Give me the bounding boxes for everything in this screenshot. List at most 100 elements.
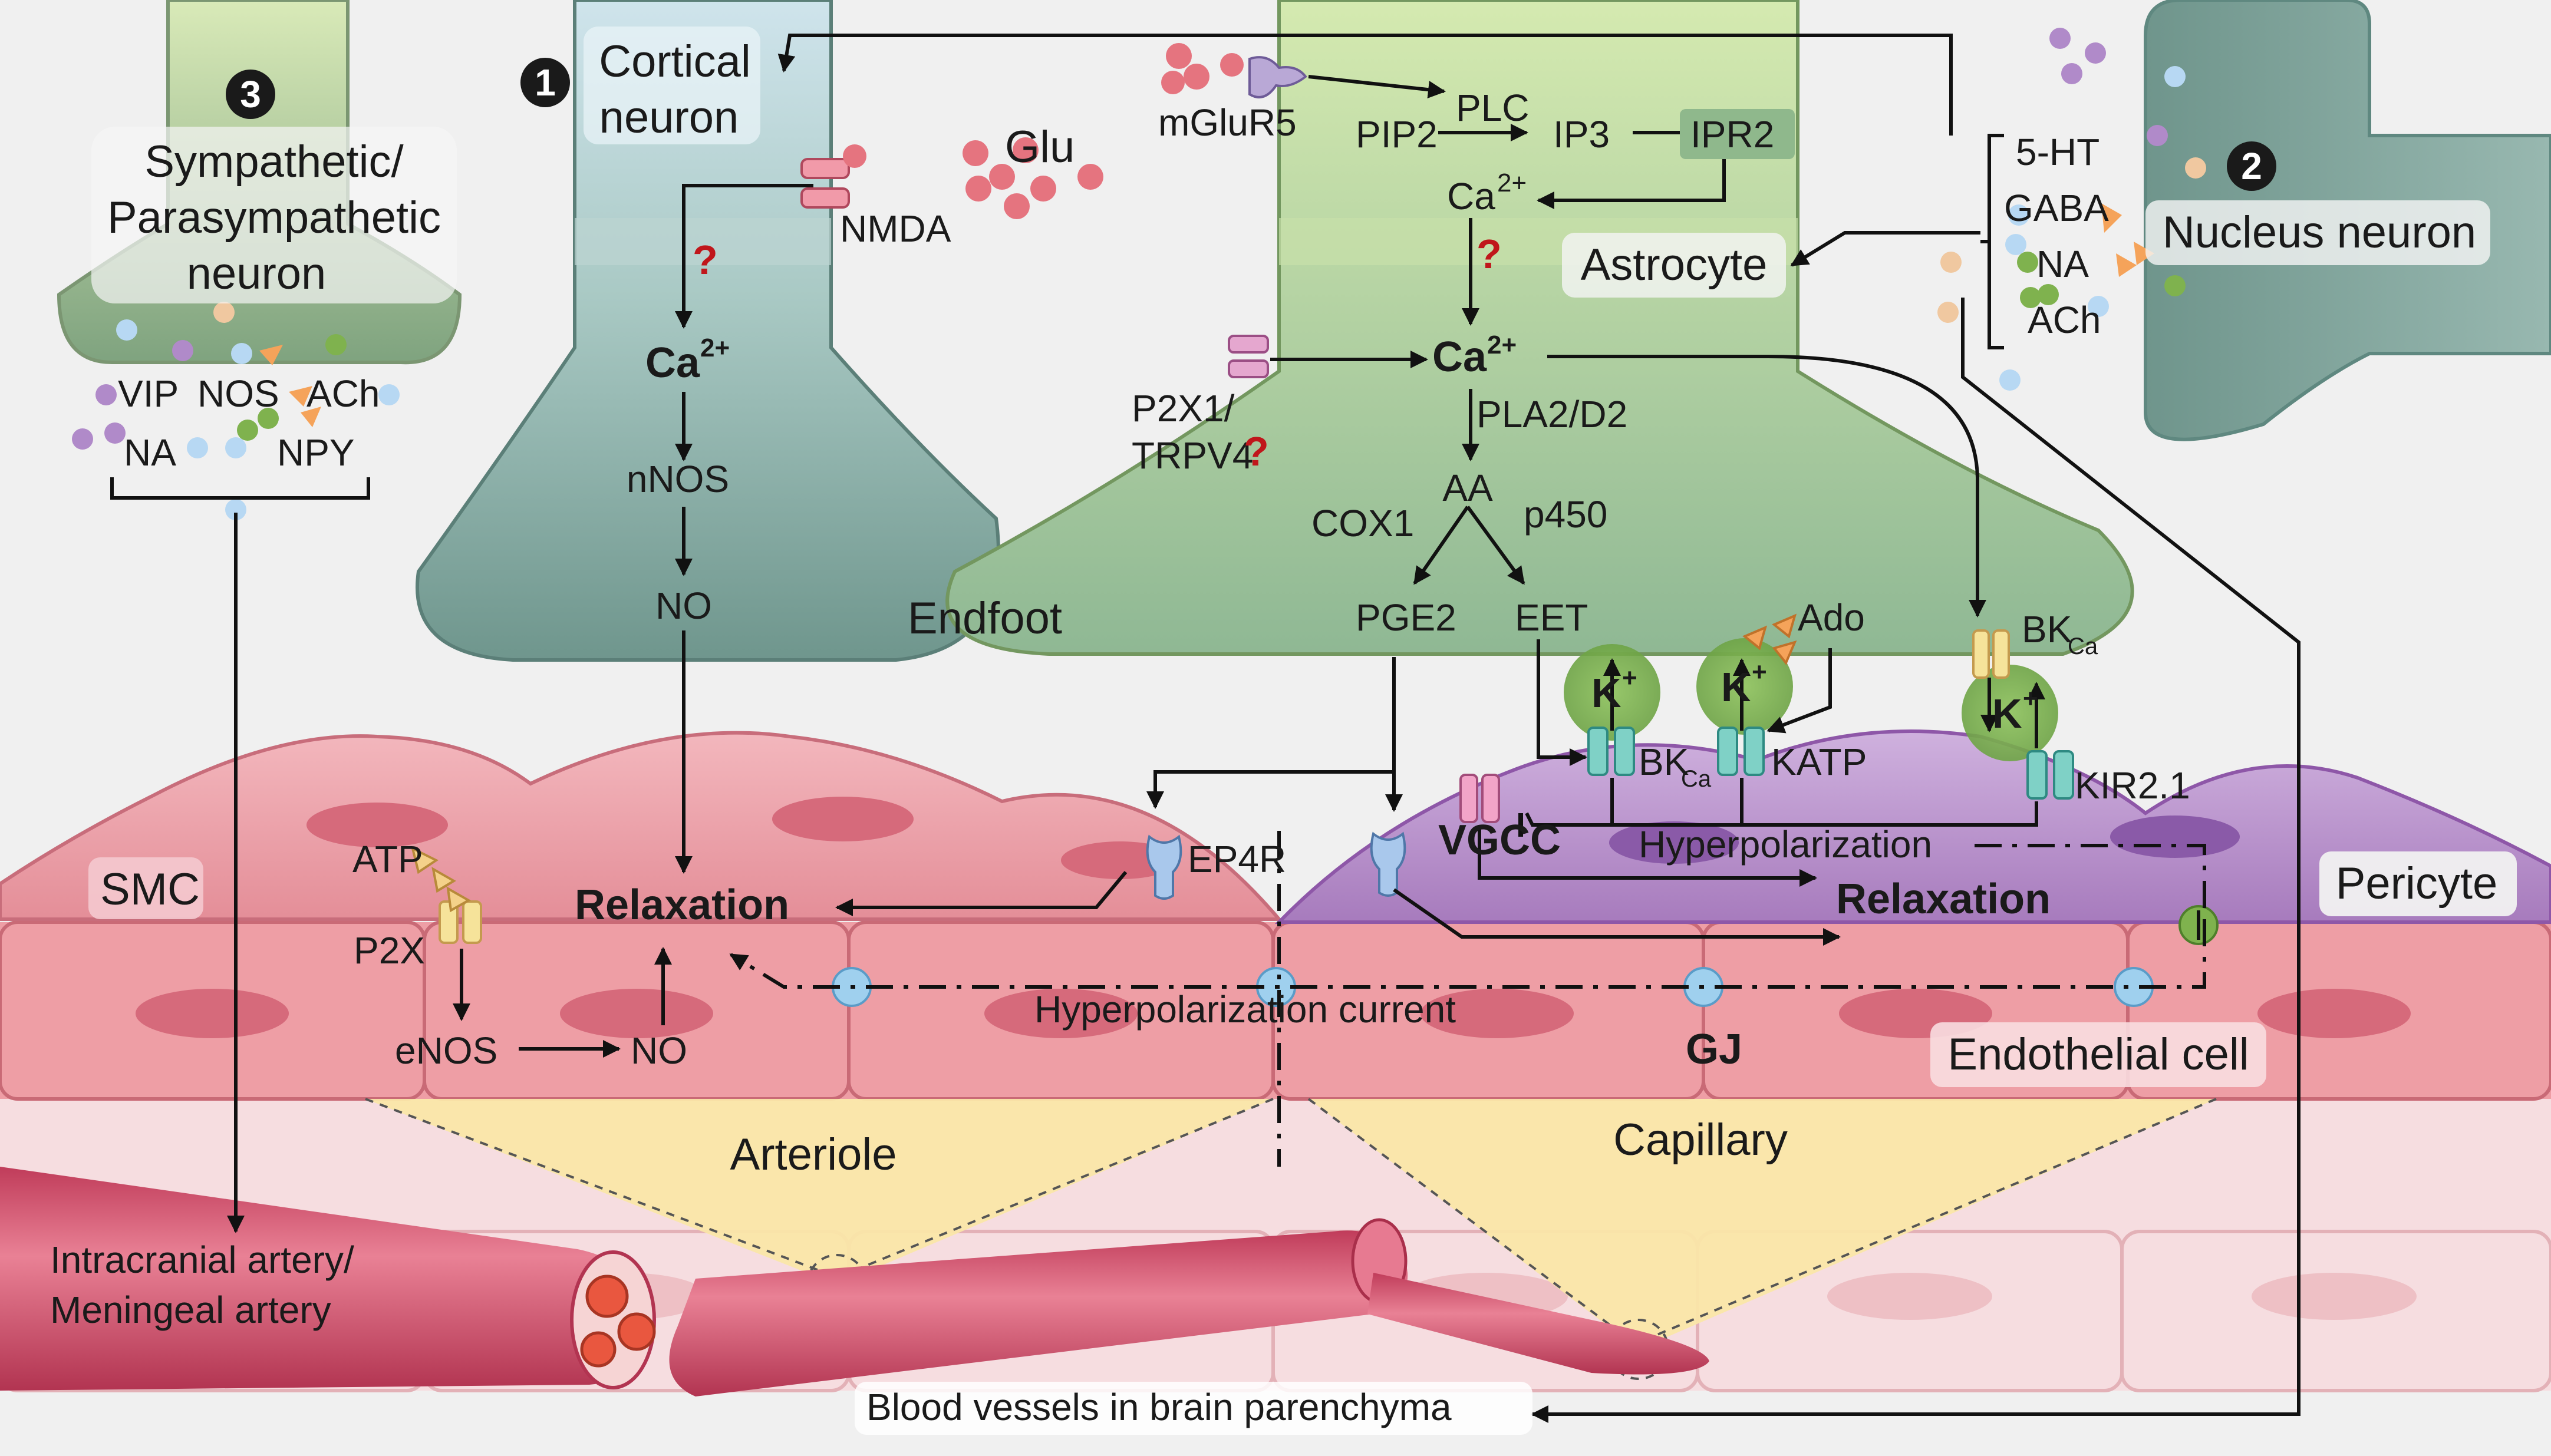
cortical-dash-band bbox=[575, 218, 831, 265]
intracranial-line1: Intracranial artery/ bbox=[50, 1239, 354, 1281]
relaxation-left: Relaxation bbox=[575, 881, 789, 929]
atp-triangles bbox=[411, 846, 472, 913]
symp-label-box bbox=[91, 127, 457, 303]
p2x1-channel-icon bbox=[1228, 335, 1269, 378]
arteriole-label: Arteriole bbox=[730, 1130, 897, 1180]
number-1: 1 bbox=[535, 61, 556, 104]
nmda-label: NMDA bbox=[840, 207, 951, 250]
bkca2-sub: Ca bbox=[2068, 633, 2098, 659]
nucleus-na: NA bbox=[2036, 243, 2089, 285]
cortical-label-line2: neuron bbox=[599, 93, 739, 143]
relaxation-right: Relaxation bbox=[1836, 876, 2051, 923]
number-badge-1: 1 bbox=[520, 58, 570, 107]
glu-label: Glu bbox=[1005, 122, 1075, 172]
astrocyte-body bbox=[945, 0, 2134, 656]
symp-vip: VIP bbox=[118, 372, 179, 415]
k-label-3: K bbox=[1992, 691, 2022, 737]
p2x-label: P2X bbox=[354, 929, 425, 972]
bkca-astro-channel-icon bbox=[1972, 629, 2010, 679]
number-badge-2: 2 bbox=[2227, 141, 2276, 191]
symp-ach: ACh bbox=[306, 372, 380, 415]
mglur5-receptor-icon bbox=[1248, 56, 1307, 98]
nucleus-gaba: GABA bbox=[2004, 187, 2109, 229]
eet-label: EET bbox=[1515, 596, 1588, 639]
k-sup-3: + bbox=[2023, 684, 2038, 713]
bkca2-label: BK bbox=[2022, 608, 2072, 651]
ep4r-label: EP4R bbox=[1188, 838, 1286, 880]
symp-label-line2: Parasympathetic bbox=[107, 193, 441, 243]
pip2-label: PIP2 bbox=[1356, 113, 1438, 156]
symp-nos: NOS bbox=[197, 372, 279, 415]
endfoot-label: Endfoot bbox=[908, 593, 1062, 643]
smc-label: SMC bbox=[100, 864, 200, 914]
p2x1-line2: TRPV4 bbox=[1132, 434, 1253, 477]
number-2: 2 bbox=[2241, 145, 2262, 187]
p2x1-question: ? bbox=[1244, 428, 1269, 474]
pla2-label: PLA2/D2 bbox=[1476, 393, 1627, 435]
nucleus-label-box bbox=[2145, 200, 2490, 265]
gj-label: GJ bbox=[1686, 1026, 1742, 1073]
ip3-label: IP3 bbox=[1553, 113, 1610, 156]
parenchyma-label-box bbox=[855, 1382, 1532, 1435]
pathway-arrows bbox=[110, 34, 2300, 1423]
atp-label: ATP bbox=[352, 838, 423, 880]
cortical-ca: Ca bbox=[645, 339, 700, 387]
arteriole-cone bbox=[365, 1099, 1273, 1285]
pge2-label: PGE2 bbox=[1356, 596, 1456, 639]
astrocyte-label-box bbox=[1562, 233, 1786, 298]
k-sup-1: + bbox=[1622, 663, 1637, 692]
astro-ca-small: Ca bbox=[1447, 175, 1495, 217]
number-3: 3 bbox=[240, 73, 261, 115]
enos-label: eNOS bbox=[395, 1029, 497, 1072]
nucleus-ach: ACh bbox=[2028, 299, 2101, 341]
smc-layer bbox=[0, 731, 1283, 921]
intracranial-artery bbox=[0, 1167, 1709, 1396]
cortical-ca-sup: 2+ bbox=[700, 334, 730, 362]
endothelial-label-box bbox=[1930, 1022, 2266, 1087]
hyperpolarization-current-label: Hyperpolarization current bbox=[1034, 988, 1456, 1031]
intracranial-line2: Meningeal artery bbox=[50, 1289, 331, 1331]
bkca-channel-icon bbox=[1587, 727, 1635, 776]
ipr2-label: IPR2 bbox=[1690, 113, 1774, 156]
cortical-label-box bbox=[584, 27, 760, 144]
number-badge-3: 3 bbox=[226, 70, 275, 119]
mglur5-label: mGluR5 bbox=[1158, 101, 1297, 144]
cortical-nnos: nNOS bbox=[627, 458, 729, 500]
capillary-label: Capillary bbox=[1613, 1115, 1788, 1165]
cox1-label: COX1 bbox=[1311, 502, 1414, 544]
nmda-channel-icon bbox=[800, 158, 850, 209]
hyperpolarization-label: Hyperpolarization bbox=[1639, 823, 1932, 866]
cortical-no: NO bbox=[655, 585, 712, 627]
p450-label: p450 bbox=[1524, 493, 1607, 536]
symp-na: NA bbox=[124, 431, 176, 474]
k-label-1: K bbox=[1591, 670, 1621, 716]
smc-label-box bbox=[88, 857, 203, 919]
k-label-2: K bbox=[1721, 664, 1751, 710]
pericyte-label-box bbox=[2319, 851, 2517, 916]
smc-nuclei bbox=[306, 797, 1179, 879]
ipr2-box bbox=[1680, 109, 1795, 159]
parenchyma-label: Blood vessels in brain parenchyma bbox=[866, 1386, 1452, 1428]
endothelial-nuclei bbox=[136, 989, 2411, 1038]
astro-ca-small-sup: 2+ bbox=[1497, 169, 1527, 197]
vessel-no-label: NO bbox=[631, 1029, 687, 1072]
katp-channel-icon bbox=[1717, 727, 1765, 776]
cortical-neuron-body bbox=[416, 0, 1000, 662]
astro-ca-big: Ca bbox=[1432, 334, 1487, 381]
symp-label-line1: Sympathetic/ bbox=[144, 137, 404, 187]
bkca-sub: Ca bbox=[1681, 766, 1712, 792]
astro-question: ? bbox=[1476, 231, 1502, 277]
plc-label: PLC bbox=[1456, 87, 1530, 129]
vgcc-label: VGCC bbox=[1438, 817, 1561, 864]
endothelial-label: Endothelial cell bbox=[1947, 1029, 2249, 1079]
capillary-cone bbox=[1309, 1099, 2216, 1349]
astrocyte-label: Astrocyte bbox=[1581, 240, 1768, 290]
aa-label: AA bbox=[1442, 467, 1493, 509]
ado-triangles bbox=[1742, 613, 1797, 665]
glu-dots bbox=[843, 43, 1244, 219]
symp-label-line3: neuron bbox=[187, 249, 327, 299]
astro-ca-big-sup: 2+ bbox=[1487, 331, 1517, 359]
bkca-label: BK bbox=[1639, 741, 1689, 783]
nucleus-label: Nucleus neuron bbox=[2163, 207, 2476, 257]
